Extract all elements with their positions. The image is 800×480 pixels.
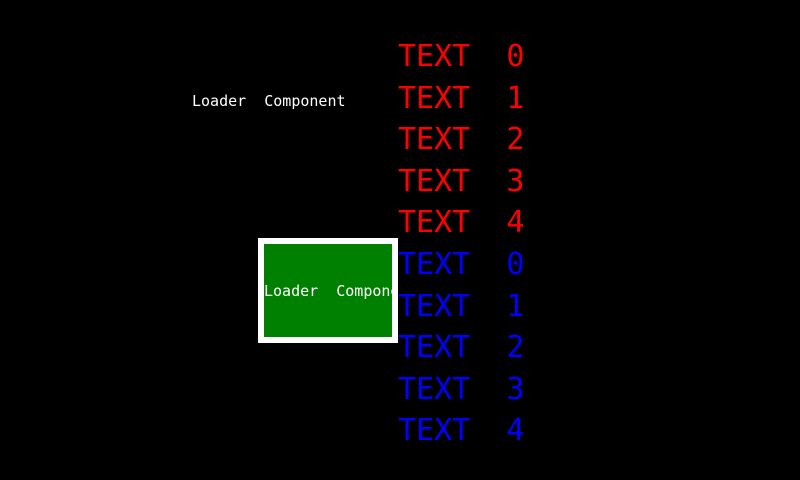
list-item[interactable]: TEXT 3 xyxy=(398,163,525,199)
loader-component-box-label: Loader Component xyxy=(264,281,392,300)
blue-text-list: TEXT 0 TEXT 1 TEXT 2 TEXT 3 TEXT 4 xyxy=(398,244,524,452)
red-text-list: TEXT 0 TEXT 1 TEXT 2 TEXT 3 TEXT 4 xyxy=(398,36,524,244)
list-item[interactable]: TEXT 4 xyxy=(398,413,525,448)
list-item[interactable]: TEXT 1 xyxy=(398,288,525,324)
list-item[interactable]: TEXT 4 xyxy=(398,205,525,240)
list-item[interactable]: TEXT 3 xyxy=(398,371,525,407)
list-item[interactable]: TEXT 0 xyxy=(398,39,525,74)
loader-component-box[interactable]: Loader Component xyxy=(258,238,398,343)
list-item[interactable]: TEXT 0 xyxy=(398,247,525,282)
list-item[interactable]: TEXT 2 xyxy=(398,330,525,365)
list-item[interactable]: TEXT 2 xyxy=(398,122,525,157)
list-item[interactable]: TEXT 1 xyxy=(398,80,525,116)
loader-component-label: Loader Component xyxy=(192,92,346,110)
